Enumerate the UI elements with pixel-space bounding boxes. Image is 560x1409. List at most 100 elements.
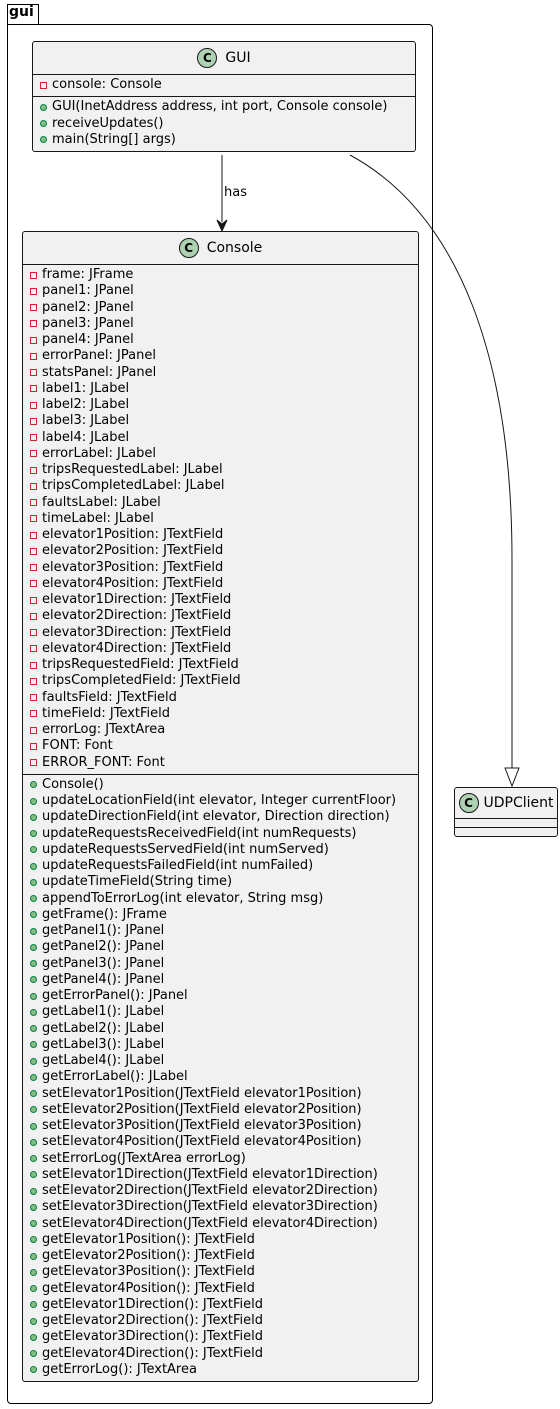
- field-row: label1: JLabel: [23, 381, 418, 397]
- public-visibility-icon: [30, 862, 37, 870]
- field-text: panel2: JPanel: [42, 299, 134, 315]
- field-row: elevator1Direction: JTextField: [23, 592, 418, 608]
- public-visibility-icon: [30, 927, 37, 935]
- method-row: setErrorLog(JTextArea errorLog): [23, 1151, 418, 1167]
- package-name: gui: [9, 4, 34, 20]
- class-stereotype-icon: C: [458, 793, 479, 813]
- public-visibility-icon: [30, 1187, 37, 1195]
- method-row: getElevator1Direction(): JTextField: [23, 1297, 418, 1313]
- method-text: getElevator3Direction(): JTextField: [42, 1329, 264, 1345]
- private-visibility-icon: [30, 336, 37, 344]
- field-text: statsPanel: JPanel: [42, 364, 157, 380]
- method-row: updateDirectionField(int elevator, Direc…: [23, 809, 418, 825]
- method-list: [455, 828, 557, 836]
- public-visibility-icon: [30, 1090, 37, 1098]
- method-text: setElevator4Position(JTextField elevator…: [42, 1134, 362, 1150]
- private-visibility-icon: [30, 320, 37, 328]
- association-gui-console: [216, 155, 228, 233]
- field-text: frame: JFrame: [42, 267, 134, 282]
- class-console: C Console frame: JFrame panel1: JPanel p…: [22, 231, 419, 1382]
- field-row: faultsField: JTextField: [23, 690, 418, 706]
- field-row: elevator3Position: JTextField: [23, 560, 418, 576]
- field-text: elevator3Direction: JTextField: [42, 624, 232, 640]
- field-list: console: Console: [33, 75, 415, 98]
- public-visibility-icon: [30, 1236, 37, 1244]
- public-visibility-icon: [30, 1008, 37, 1016]
- method-row: updateRequestsServedField(int numServed): [23, 842, 418, 858]
- method-row: getFrame(): JFrame: [23, 907, 418, 923]
- method-text: setErrorLog(JTextArea errorLog): [42, 1150, 246, 1166]
- method-text: getLabel4(): JLabel: [42, 1053, 165, 1068]
- field-text: timeField: JTextField: [42, 705, 171, 721]
- field-text: label1: JLabel: [42, 380, 130, 396]
- field-row: elevator4Position: JTextField: [23, 576, 418, 592]
- method-text: getElevator4Position(): JTextField: [42, 1280, 255, 1296]
- method-row: setElevator1Position(JTextField elevator…: [23, 1086, 418, 1102]
- method-text: getElevator4Direction(): JTextField: [42, 1345, 264, 1361]
- field-text: label3: JLabel: [42, 413, 130, 429]
- field-text: elevator4Direction: JTextField: [42, 640, 232, 656]
- method-text: updateRequestsServedField(int numServed): [42, 841, 329, 857]
- inheritance-gui-udpclient: [349, 154, 520, 788]
- field-row: tripsCompletedLabel: JLabel: [23, 478, 418, 494]
- field-text: panel4: JPanel: [42, 332, 134, 347]
- field-text: errorLog: JTextArea: [42, 722, 166, 737]
- field-row: panel3: JPanel: [23, 316, 418, 332]
- private-visibility-icon: [30, 612, 37, 620]
- method-text: receiveUpdates(): [52, 115, 164, 131]
- field-row: errorPanel: JPanel: [23, 348, 418, 364]
- method-text: setElevator4Direction(JTextField elevato…: [42, 1215, 378, 1231]
- public-visibility-icon: [30, 1301, 37, 1309]
- field-row: ERROR_FONT: Font: [23, 755, 418, 771]
- private-visibility-icon: [30, 661, 37, 669]
- field-row: elevator2Position: JTextField: [23, 543, 418, 559]
- class-name: Console: [206, 240, 263, 256]
- private-visibility-icon: [30, 482, 37, 490]
- method-row: getLabel2(): JLabel: [23, 1021, 418, 1037]
- method-row: getElevator4Direction(): JTextField: [23, 1346, 418, 1362]
- method-row: main(String[] args): [33, 132, 415, 148]
- private-visibility-icon: [30, 466, 37, 474]
- private-visibility-icon: [30, 596, 37, 604]
- private-visibility-icon: [30, 710, 37, 718]
- method-row: updateRequestsFailedField(int numFailed): [23, 858, 418, 874]
- public-visibility-icon: [30, 1252, 37, 1260]
- field-row: elevator2Direction: JTextField: [23, 608, 418, 624]
- method-row: updateLocationField(int elevator, Intege…: [23, 793, 418, 809]
- method-text: updateTimeField(String time): [42, 874, 233, 890]
- field-text: FONT: Font: [42, 738, 113, 754]
- class-name: UDPClient: [483, 795, 554, 811]
- method-row: setElevator3Position(JTextField elevator…: [23, 1118, 418, 1134]
- field-row: tripsRequestedLabel: JLabel: [23, 462, 418, 478]
- class-stereotype-icon: C: [178, 238, 199, 258]
- method-text: GUI(InetAddress address, int port, Conso…: [52, 99, 388, 115]
- method-list: Console() updateLocationField(int elevat…: [23, 775, 418, 1381]
- private-visibility-icon: [30, 629, 37, 637]
- method-row: getElevator2Direction(): JTextField: [23, 1313, 418, 1329]
- method-text: getElevator2Direction(): JTextField: [42, 1313, 264, 1328]
- field-text: elevator1Position: JTextField: [42, 527, 224, 542]
- public-visibility-icon: [30, 960, 37, 968]
- package-tab: [7, 4, 39, 25]
- method-text: updateDirectionField(int elevator, Direc…: [42, 809, 390, 825]
- field-row: tripsRequestedField: JTextField: [23, 657, 418, 673]
- field-row: FONT: Font: [23, 738, 418, 754]
- method-text: setElevator2Position(JTextField elevator…: [42, 1101, 362, 1117]
- field-row: label2: JLabel: [23, 397, 418, 413]
- public-visibility-icon: [30, 976, 37, 984]
- private-visibility-icon: [30, 352, 37, 360]
- private-visibility-icon: [30, 531, 37, 539]
- field-list: [455, 819, 557, 828]
- private-visibility-icon: [30, 271, 37, 279]
- public-visibility-icon: [30, 830, 37, 838]
- method-row: setElevator2Position(JTextField elevator…: [23, 1102, 418, 1118]
- method-text: setElevator1Direction(JTextField elevato…: [42, 1166, 378, 1182]
- method-text: updateRequestsReceivedField(int numReque…: [42, 825, 357, 841]
- association-label: has: [224, 185, 247, 200]
- field-text: faultsLabel: JLabel: [42, 494, 161, 510]
- method-text: getElevator1Position(): JTextField: [42, 1231, 255, 1247]
- method-row: receiveUpdates(): [33, 116, 415, 132]
- method-row: setElevator4Direction(JTextField elevato…: [23, 1216, 418, 1232]
- public-visibility-icon: [40, 120, 47, 128]
- field-row: errorLabel: JLabel: [23, 446, 418, 462]
